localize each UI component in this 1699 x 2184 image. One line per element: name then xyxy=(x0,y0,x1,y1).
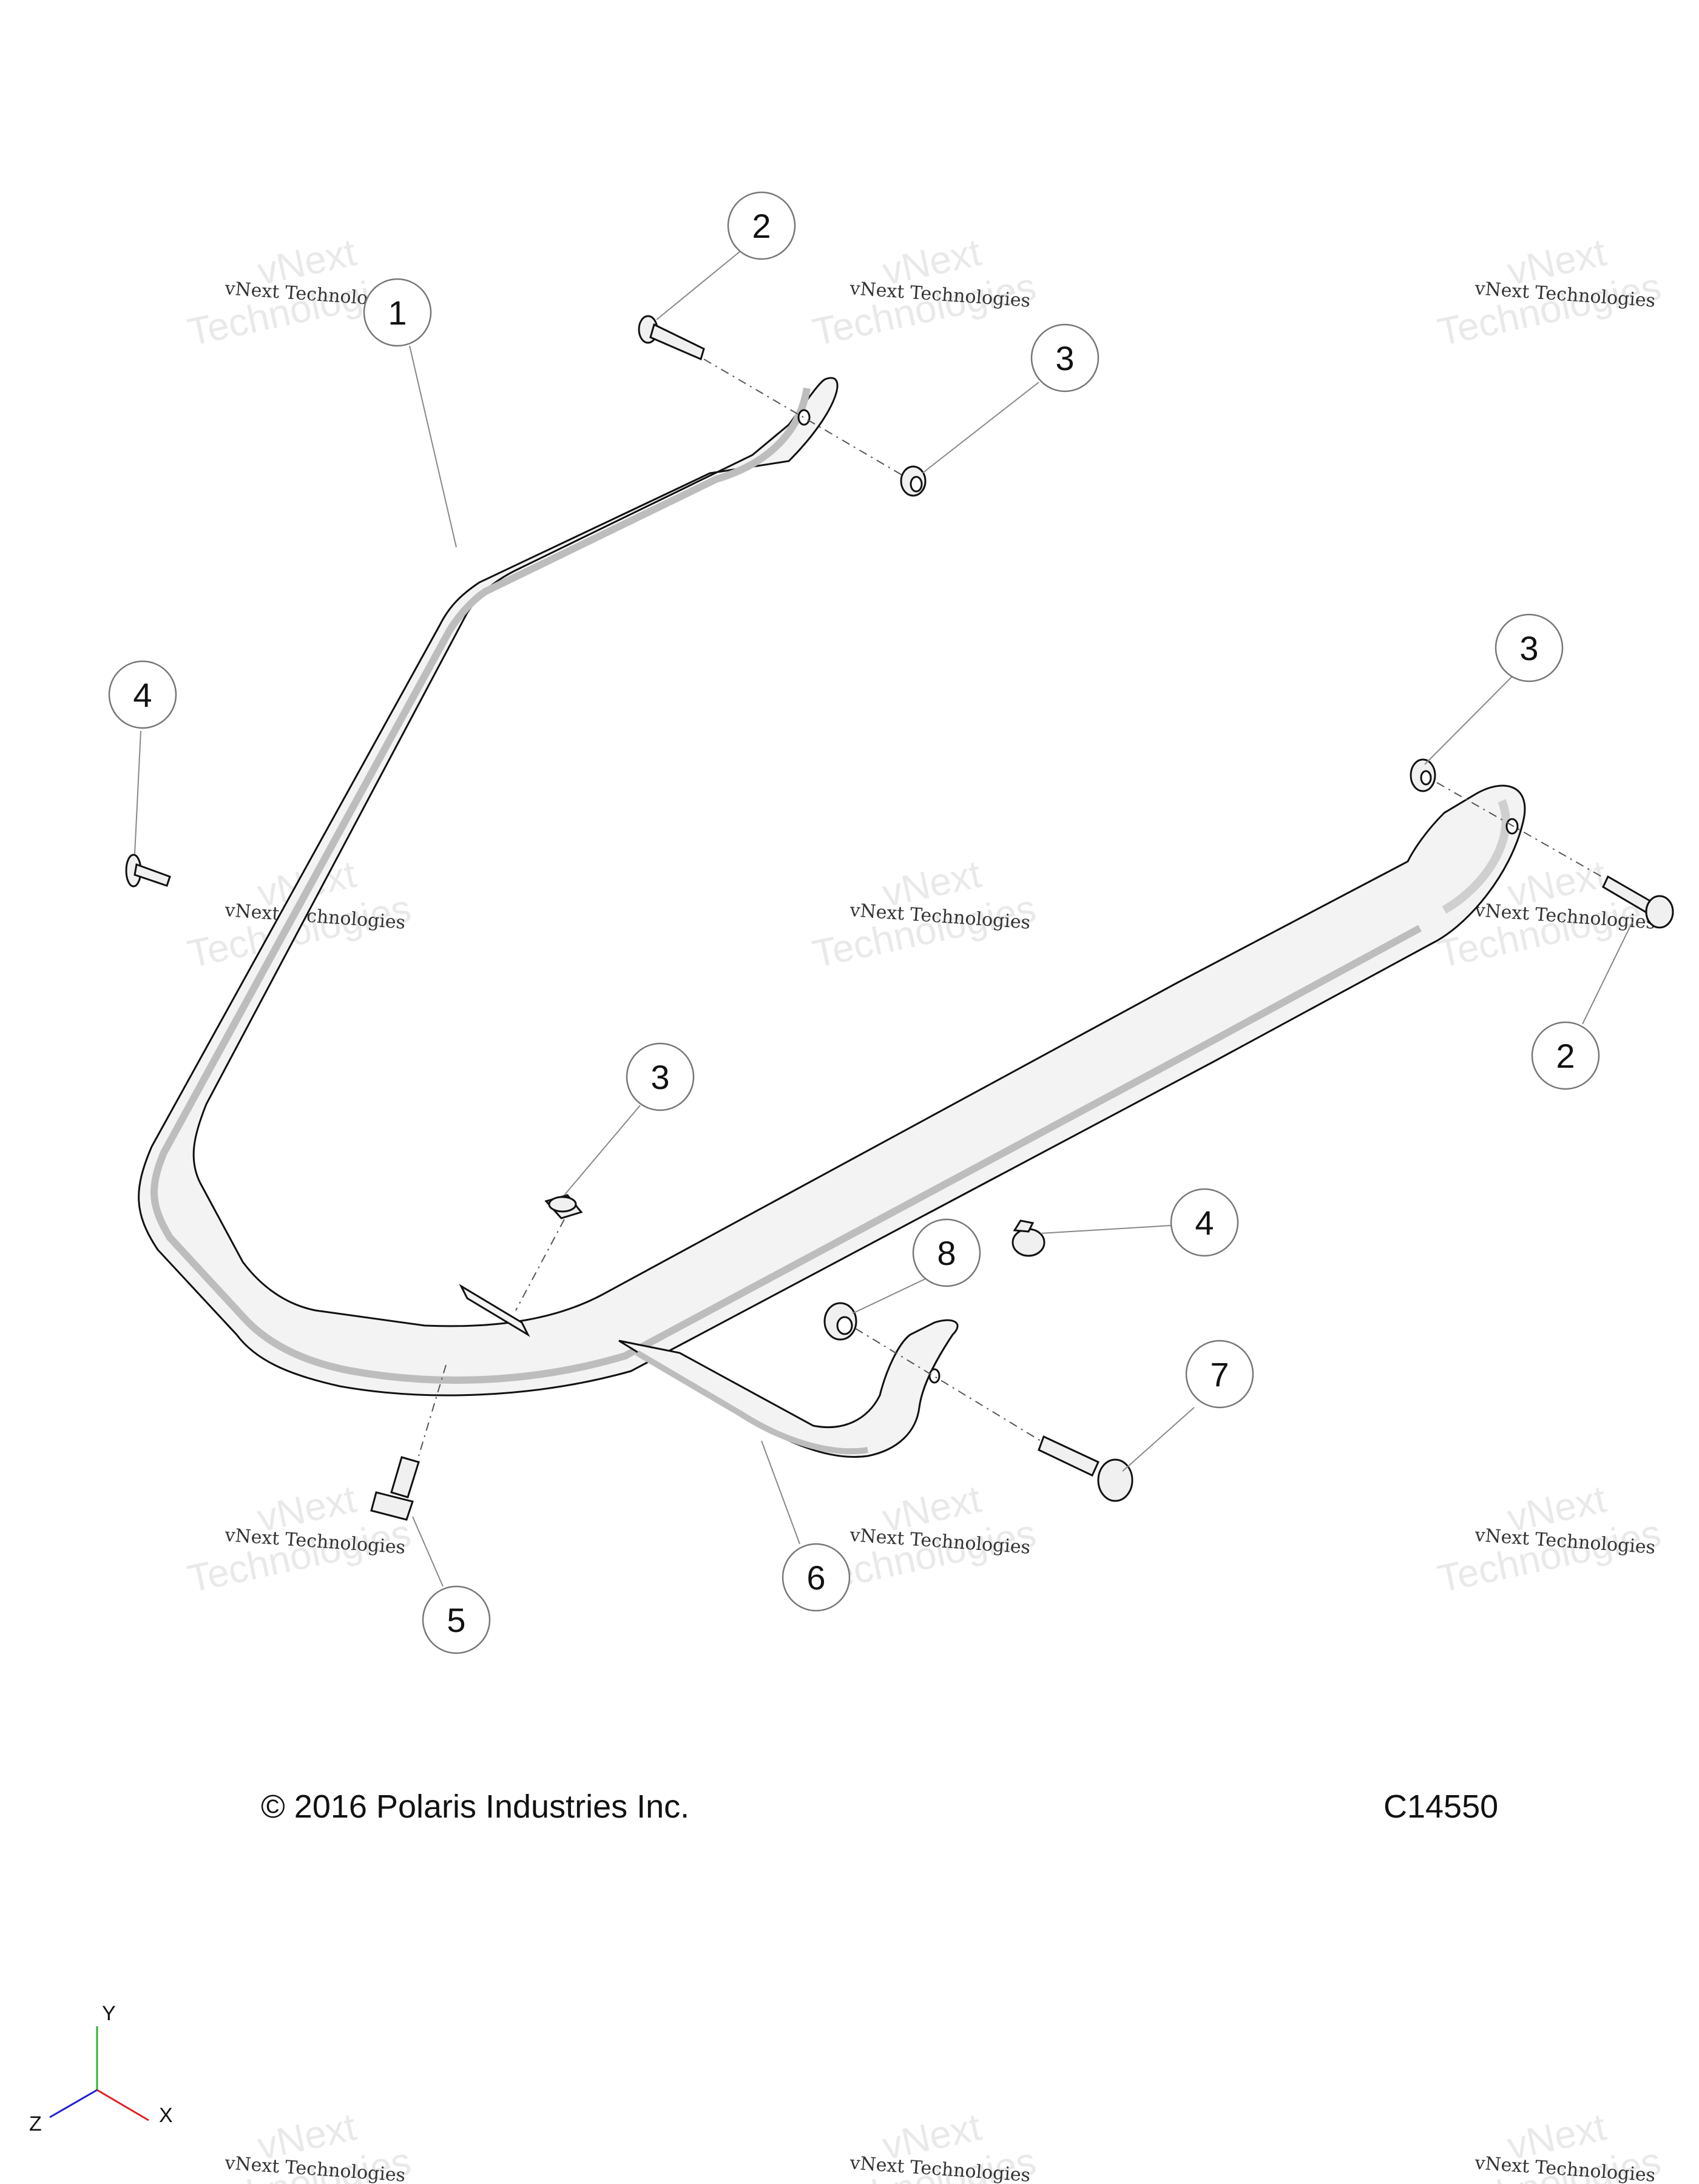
callout: 3 xyxy=(626,1042,695,1111)
z-axis-line xyxy=(49,2089,98,2118)
callout: 3 xyxy=(1030,323,1099,393)
callout-number: 2 xyxy=(1556,1037,1575,1075)
callout-number: 8 xyxy=(937,1234,956,1272)
callout-circle xyxy=(363,278,432,347)
callout: 7 xyxy=(1185,1340,1254,1409)
assembly-lines xyxy=(418,359,1606,1457)
nut-3-right xyxy=(1410,758,1436,792)
callout-number: 3 xyxy=(1519,629,1538,667)
nut-3-middle xyxy=(544,1194,583,1219)
callout-number: 4 xyxy=(133,676,152,714)
callout-circle xyxy=(1531,1021,1600,1090)
callout-circle xyxy=(1170,1188,1239,1257)
callout-circle xyxy=(782,1543,851,1612)
callout: 5 xyxy=(422,1585,491,1654)
callout-number: 5 xyxy=(447,1601,465,1639)
callout-circle xyxy=(1030,323,1099,393)
callout: 3 xyxy=(1495,613,1564,682)
y-axis-label: Y xyxy=(102,2002,116,2025)
callout: 4 xyxy=(1170,1188,1239,1257)
callout-circle xyxy=(727,191,796,260)
hardware xyxy=(125,315,1674,1521)
callout: 4 xyxy=(108,660,177,729)
bolt-5 xyxy=(370,1456,420,1521)
copyright-text: © 2016 Polaris Industries Inc. xyxy=(261,1788,689,1825)
callout-number: 3 xyxy=(1055,339,1074,377)
x-axis-line xyxy=(96,2089,149,2122)
bolt-2-right xyxy=(1602,875,1674,929)
x-axis-label: X xyxy=(159,2104,173,2127)
callout: 6 xyxy=(782,1543,851,1612)
callout: 2 xyxy=(727,191,796,260)
pin-4-right xyxy=(1012,1219,1045,1257)
callout-number: 3 xyxy=(650,1058,669,1096)
nut-3-top xyxy=(900,465,927,497)
callout: 8 xyxy=(912,1218,981,1287)
callout-circle xyxy=(108,660,177,729)
callout: 2 xyxy=(1531,1021,1600,1090)
callout-number: 2 xyxy=(752,207,771,245)
callout-number: 1 xyxy=(388,294,407,332)
bumper-tube-main xyxy=(138,377,1526,1397)
nut-8 xyxy=(823,1302,857,1341)
callout: 1 xyxy=(363,278,432,347)
callout-circle xyxy=(626,1042,695,1111)
leader-lines xyxy=(134,248,1633,1587)
pin-4-left xyxy=(125,854,171,888)
lower-bracket xyxy=(459,1284,959,1458)
callout-circle xyxy=(422,1585,491,1654)
callout-number: 6 xyxy=(806,1559,825,1597)
callout-circle xyxy=(912,1218,981,1287)
bolt-2-top xyxy=(638,315,705,361)
callout-circle xyxy=(1185,1340,1254,1409)
callout-circle xyxy=(1495,613,1564,682)
axis-triad: Y X Z xyxy=(29,2002,173,2135)
figure-code: C14550 xyxy=(1383,1788,1498,1825)
callout-layer: 1 2 3 3 4 2 3 4 8 7 6 5 xyxy=(108,191,1600,1654)
z-axis-label: Z xyxy=(29,2112,42,2135)
callout-number: 7 xyxy=(1210,1355,1229,1394)
callout-number: 4 xyxy=(1195,1204,1214,1242)
bolt-7 xyxy=(1038,1435,1133,1502)
